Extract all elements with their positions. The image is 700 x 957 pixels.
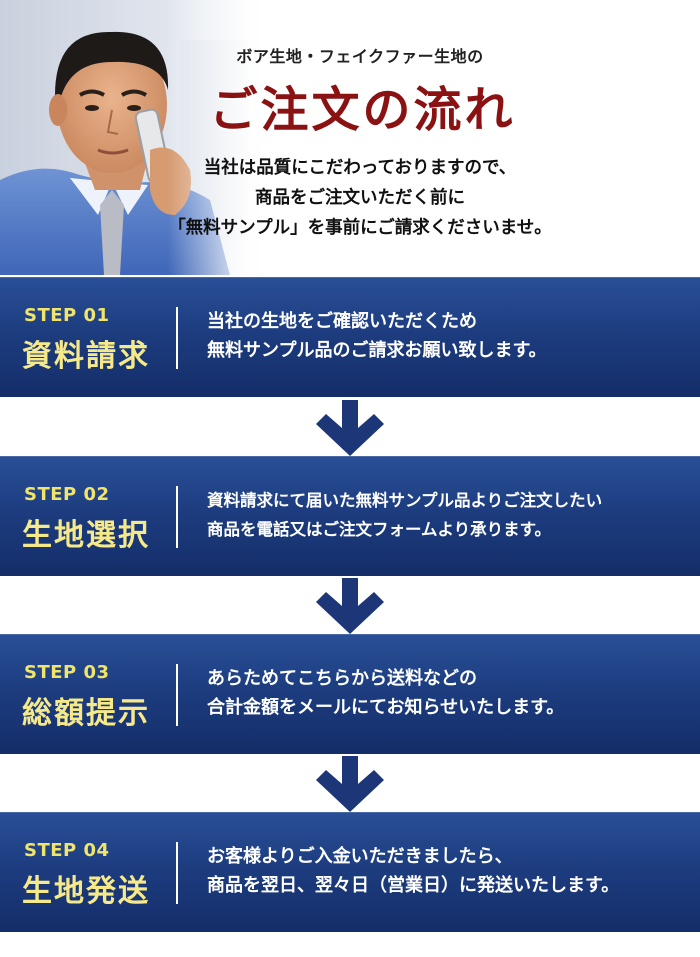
step-number: STEP 02 [24, 484, 110, 505]
step-4: STEP 04 生地発送 お客様よりご入金いただきましたら、 商品を翌日、翌々日… [0, 812, 700, 932]
step-description: 当社の生地をご確認いただくため 無料サンプル品のご請求お願い致します。 [207, 307, 687, 365]
header-subtitle: ボア生地・フェイクファー生地の [236, 47, 484, 66]
step-divider [176, 664, 178, 726]
lead-line: 「無料サンプル」を事前にご請求くださいませ。 [168, 218, 552, 238]
step-divider [176, 307, 178, 369]
step-description-line: 資料請求にて届いた無料サンプル品よりご注文したい [207, 491, 603, 510]
lead-line: 商品をご注文いただく前に [255, 188, 465, 208]
step-description-line: 合計金額をメールにてお知らせいたします。 [207, 697, 565, 718]
step-2: STEP 02 生地選択 資料請求にて届いた無料サンプル品よりご注文したい 商品… [0, 456, 700, 576]
step-divider [176, 486, 178, 548]
step-description: あらためてこちらから送料などの 合計金額をメールにてお知らせいたします。 [207, 664, 687, 722]
step-description-line: 当社の生地をご確認いただくため [207, 311, 477, 332]
step-number: STEP 04 [24, 840, 110, 861]
header-banner: ボア生地・フェイクファー生地の ご注文の流れ 当社は品質にこだわっておりますので… [0, 0, 700, 275]
header-lead: 当社は品質にこだわっておりますので、 商品をご注文いただく前に 「無料サンプル」… [115, 153, 605, 243]
step-name: 総額提示 [22, 696, 150, 731]
step-description-line: 商品を翌日、翌々日（営業日）に発送いたします。 [207, 875, 620, 896]
step-number: STEP 03 [24, 662, 110, 683]
step-name: 資料請求 [22, 339, 150, 374]
step-number: STEP 01 [24, 305, 110, 326]
step-description: お客様よりご入金いただきましたら、 商品を翌日、翌々日（営業日）に発送いたします… [207, 842, 687, 900]
step-1: STEP 01 資料請求 当社の生地をご確認いただくため 無料サンプル品のご請求… [0, 277, 700, 397]
chevron-down-arrow-icon [316, 756, 384, 812]
chevron-down-arrow-icon [316, 400, 384, 456]
step-description-line: お客様よりご入金いただきましたら、 [207, 846, 513, 867]
step-description-line: あらためてこちらから送料などの [207, 668, 477, 689]
step-description-line: 無料サンプル品のご請求お願い致します。 [207, 340, 547, 361]
step-name: 生地発送 [22, 874, 150, 909]
step-divider [176, 842, 178, 904]
step-name: 生地選択 [22, 518, 150, 553]
step-description-line: 商品を電話又はご注文フォームより承ります。 [207, 520, 552, 539]
step-3: STEP 03 総額提示 あらためてこちらから送料などの 合計金額をメールにてお… [0, 634, 700, 754]
chevron-down-arrow-icon [316, 578, 384, 634]
lead-line: 当社は品質にこだわっておりますので、 [203, 158, 517, 178]
page-title: ご注文の流れ [209, 82, 516, 138]
header-fade [0, 0, 700, 275]
step-description: 資料請求にて届いた無料サンプル品よりご注文したい 商品を電話又はご注文フォームよ… [207, 486, 687, 544]
